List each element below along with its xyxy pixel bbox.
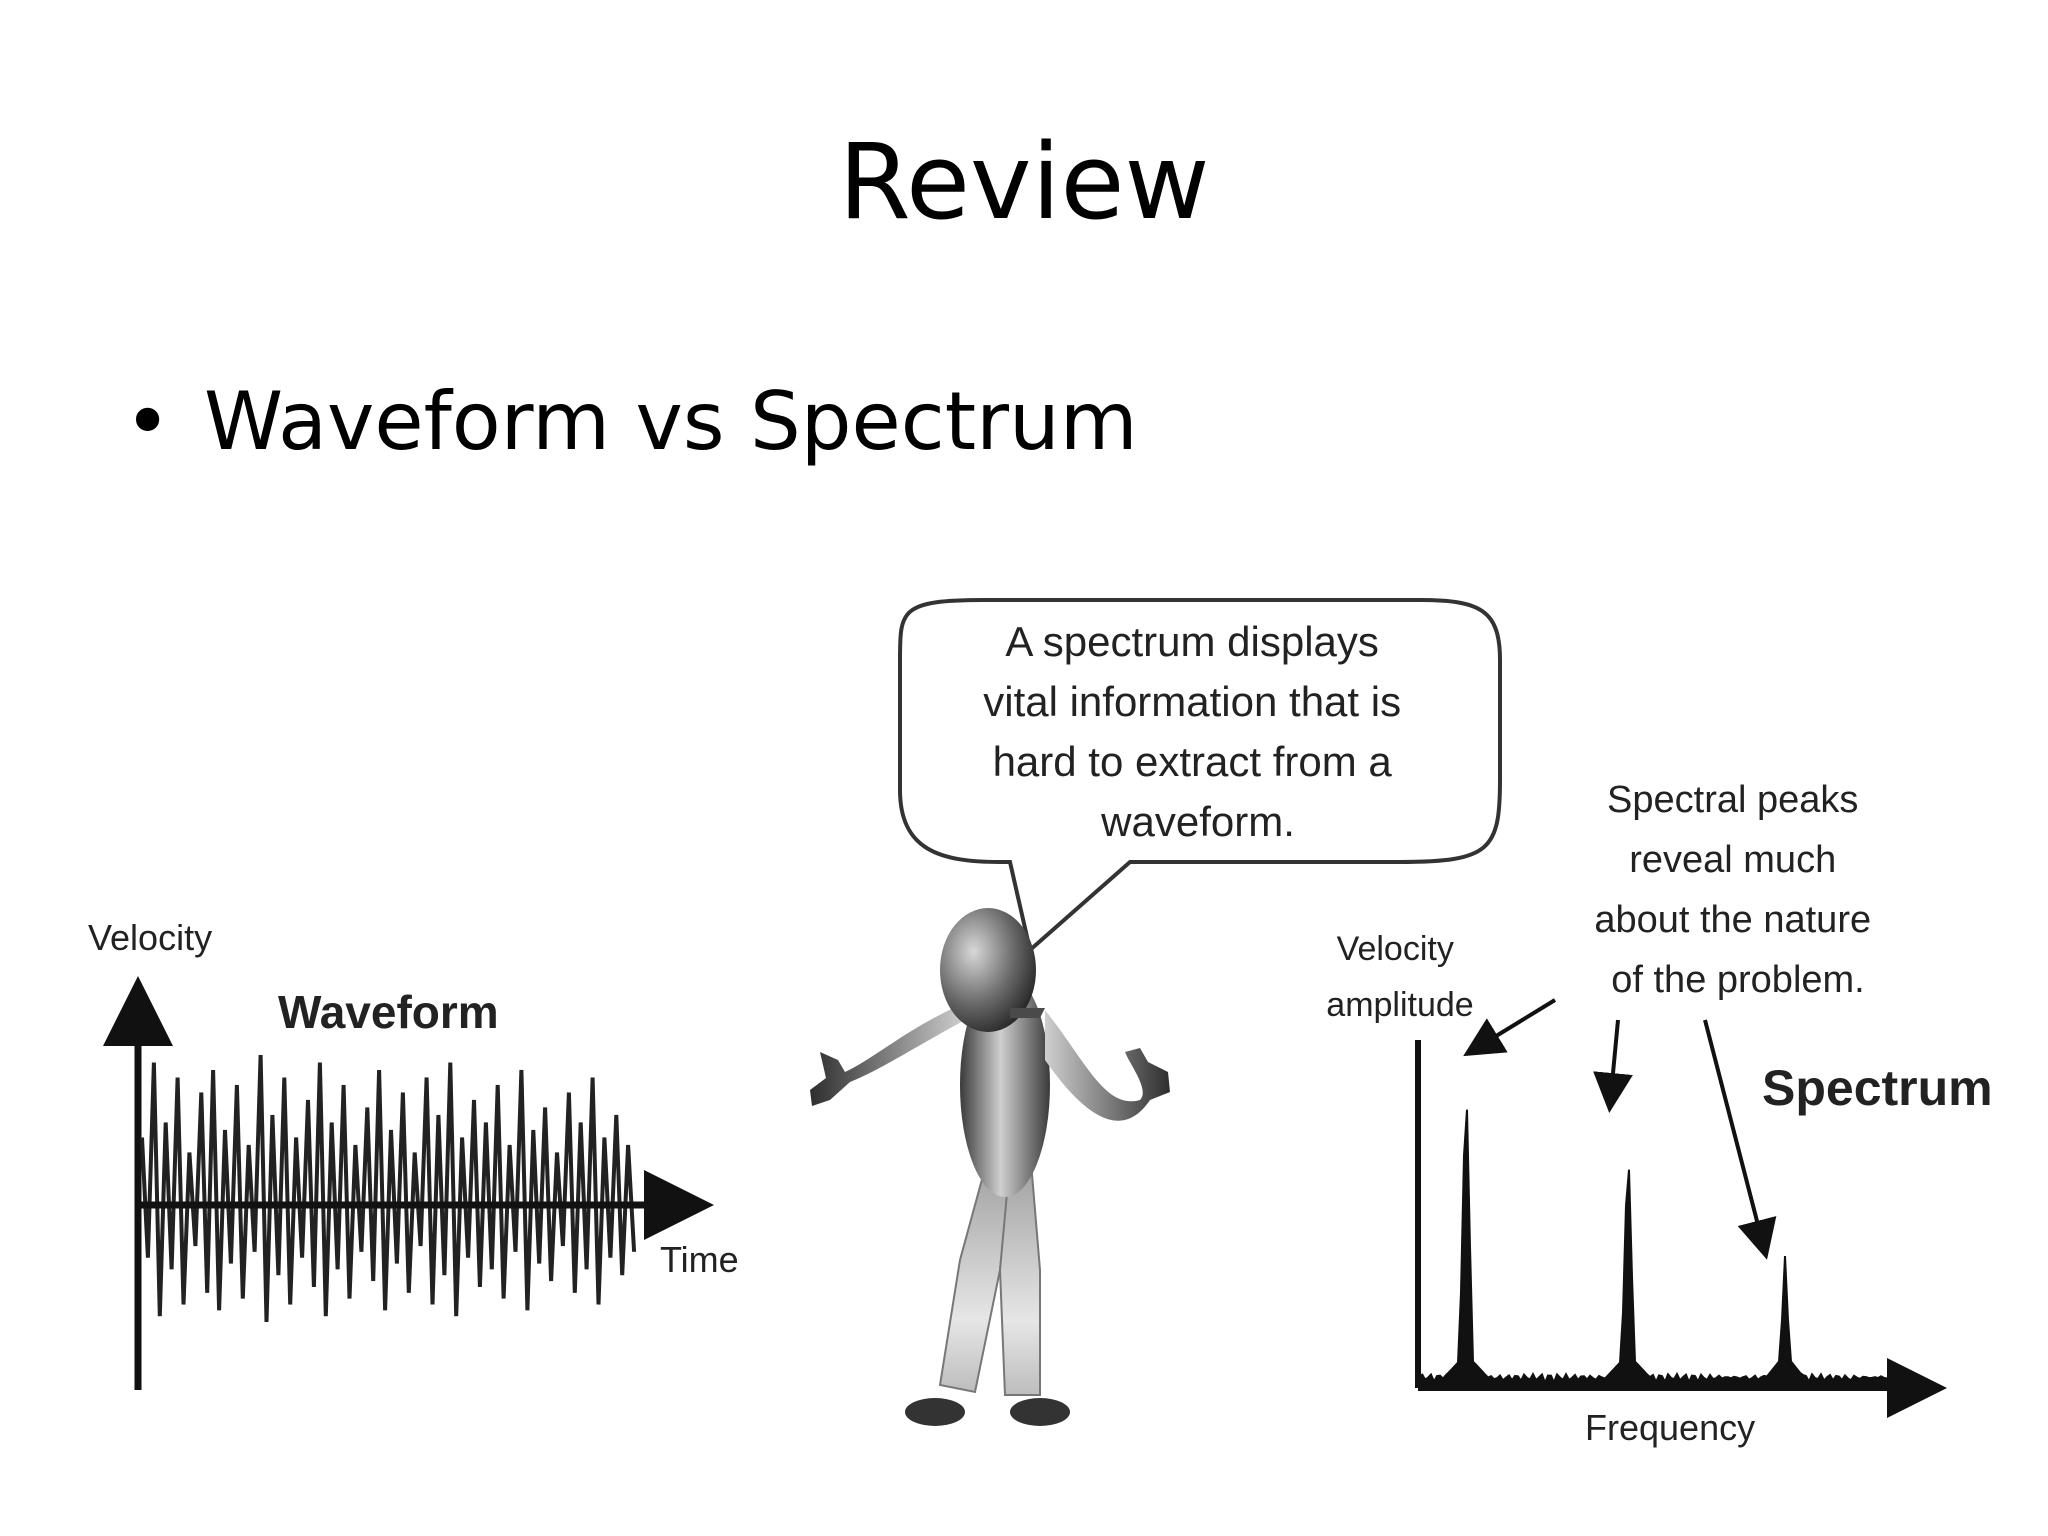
bullet-item: •Waveform vs Spectrum xyxy=(124,382,1138,462)
waveform-panel: Velocity Waveform Time xyxy=(88,917,739,1390)
waveform-signal xyxy=(140,1054,637,1323)
bubble-line-4: waveform. xyxy=(1100,798,1295,845)
bullet-text: Waveform vs Spectrum xyxy=(204,375,1138,468)
spectrum-y-axis-label-line-2: amplitude xyxy=(1326,986,1473,1024)
spectrum-y-axis-label-line-1: Velocity xyxy=(1337,930,1454,968)
svg-text:A spectrum displays vita: A spectrum displays vital information th… xyxy=(983,618,1413,845)
spectrum-trace xyxy=(1421,1109,1912,1386)
speech-bubble: A spectrum displays vital information th… xyxy=(898,598,1502,954)
annotation-arrow-2 xyxy=(1593,1019,1633,1113)
bubble-line-1: A spectrum displays xyxy=(1005,618,1379,665)
annotation-arrow-3 xyxy=(1703,1019,1777,1260)
spectrum-annotation-line-2: reveal much xyxy=(1629,839,1836,881)
slide-title: Review xyxy=(838,121,1210,243)
spectrum-x-axis-label: Frequency xyxy=(1585,1407,1755,1448)
bullet-marker: • xyxy=(124,375,172,468)
spectrum-title: Spectrum xyxy=(1762,1060,1993,1116)
cartoon-person-icon xyxy=(810,908,1170,1426)
bubble-line-2: vital information that is xyxy=(983,678,1401,725)
spectrum-annotation-line-4: of the problem. xyxy=(1611,959,1864,1001)
spectrum-signal xyxy=(1421,1109,1912,1386)
spectrum-annotation-line-3: about the nature xyxy=(1594,899,1871,941)
waveform-trace xyxy=(140,1054,637,1323)
waveform-x-axis-label: Time xyxy=(660,1239,739,1280)
svg-text:Spectral peaks reveal mu: Spectral peaks reveal much about the nat… xyxy=(1594,779,1881,1001)
bubble-line-3: hard to extract from a xyxy=(993,738,1393,785)
svg-text:Velocity amplitude: Velocity amplitude xyxy=(1326,930,1473,1024)
annotation-arrow-1 xyxy=(1463,998,1557,1057)
waveform-title: Waveform xyxy=(278,986,499,1038)
spectrum-annotation-line-1: Spectral peaks xyxy=(1607,779,1858,821)
spectrum-panel: Spectral peaks reveal much about the nat… xyxy=(1326,779,1992,1448)
waveform-y-axis-label: Velocity xyxy=(88,917,212,958)
